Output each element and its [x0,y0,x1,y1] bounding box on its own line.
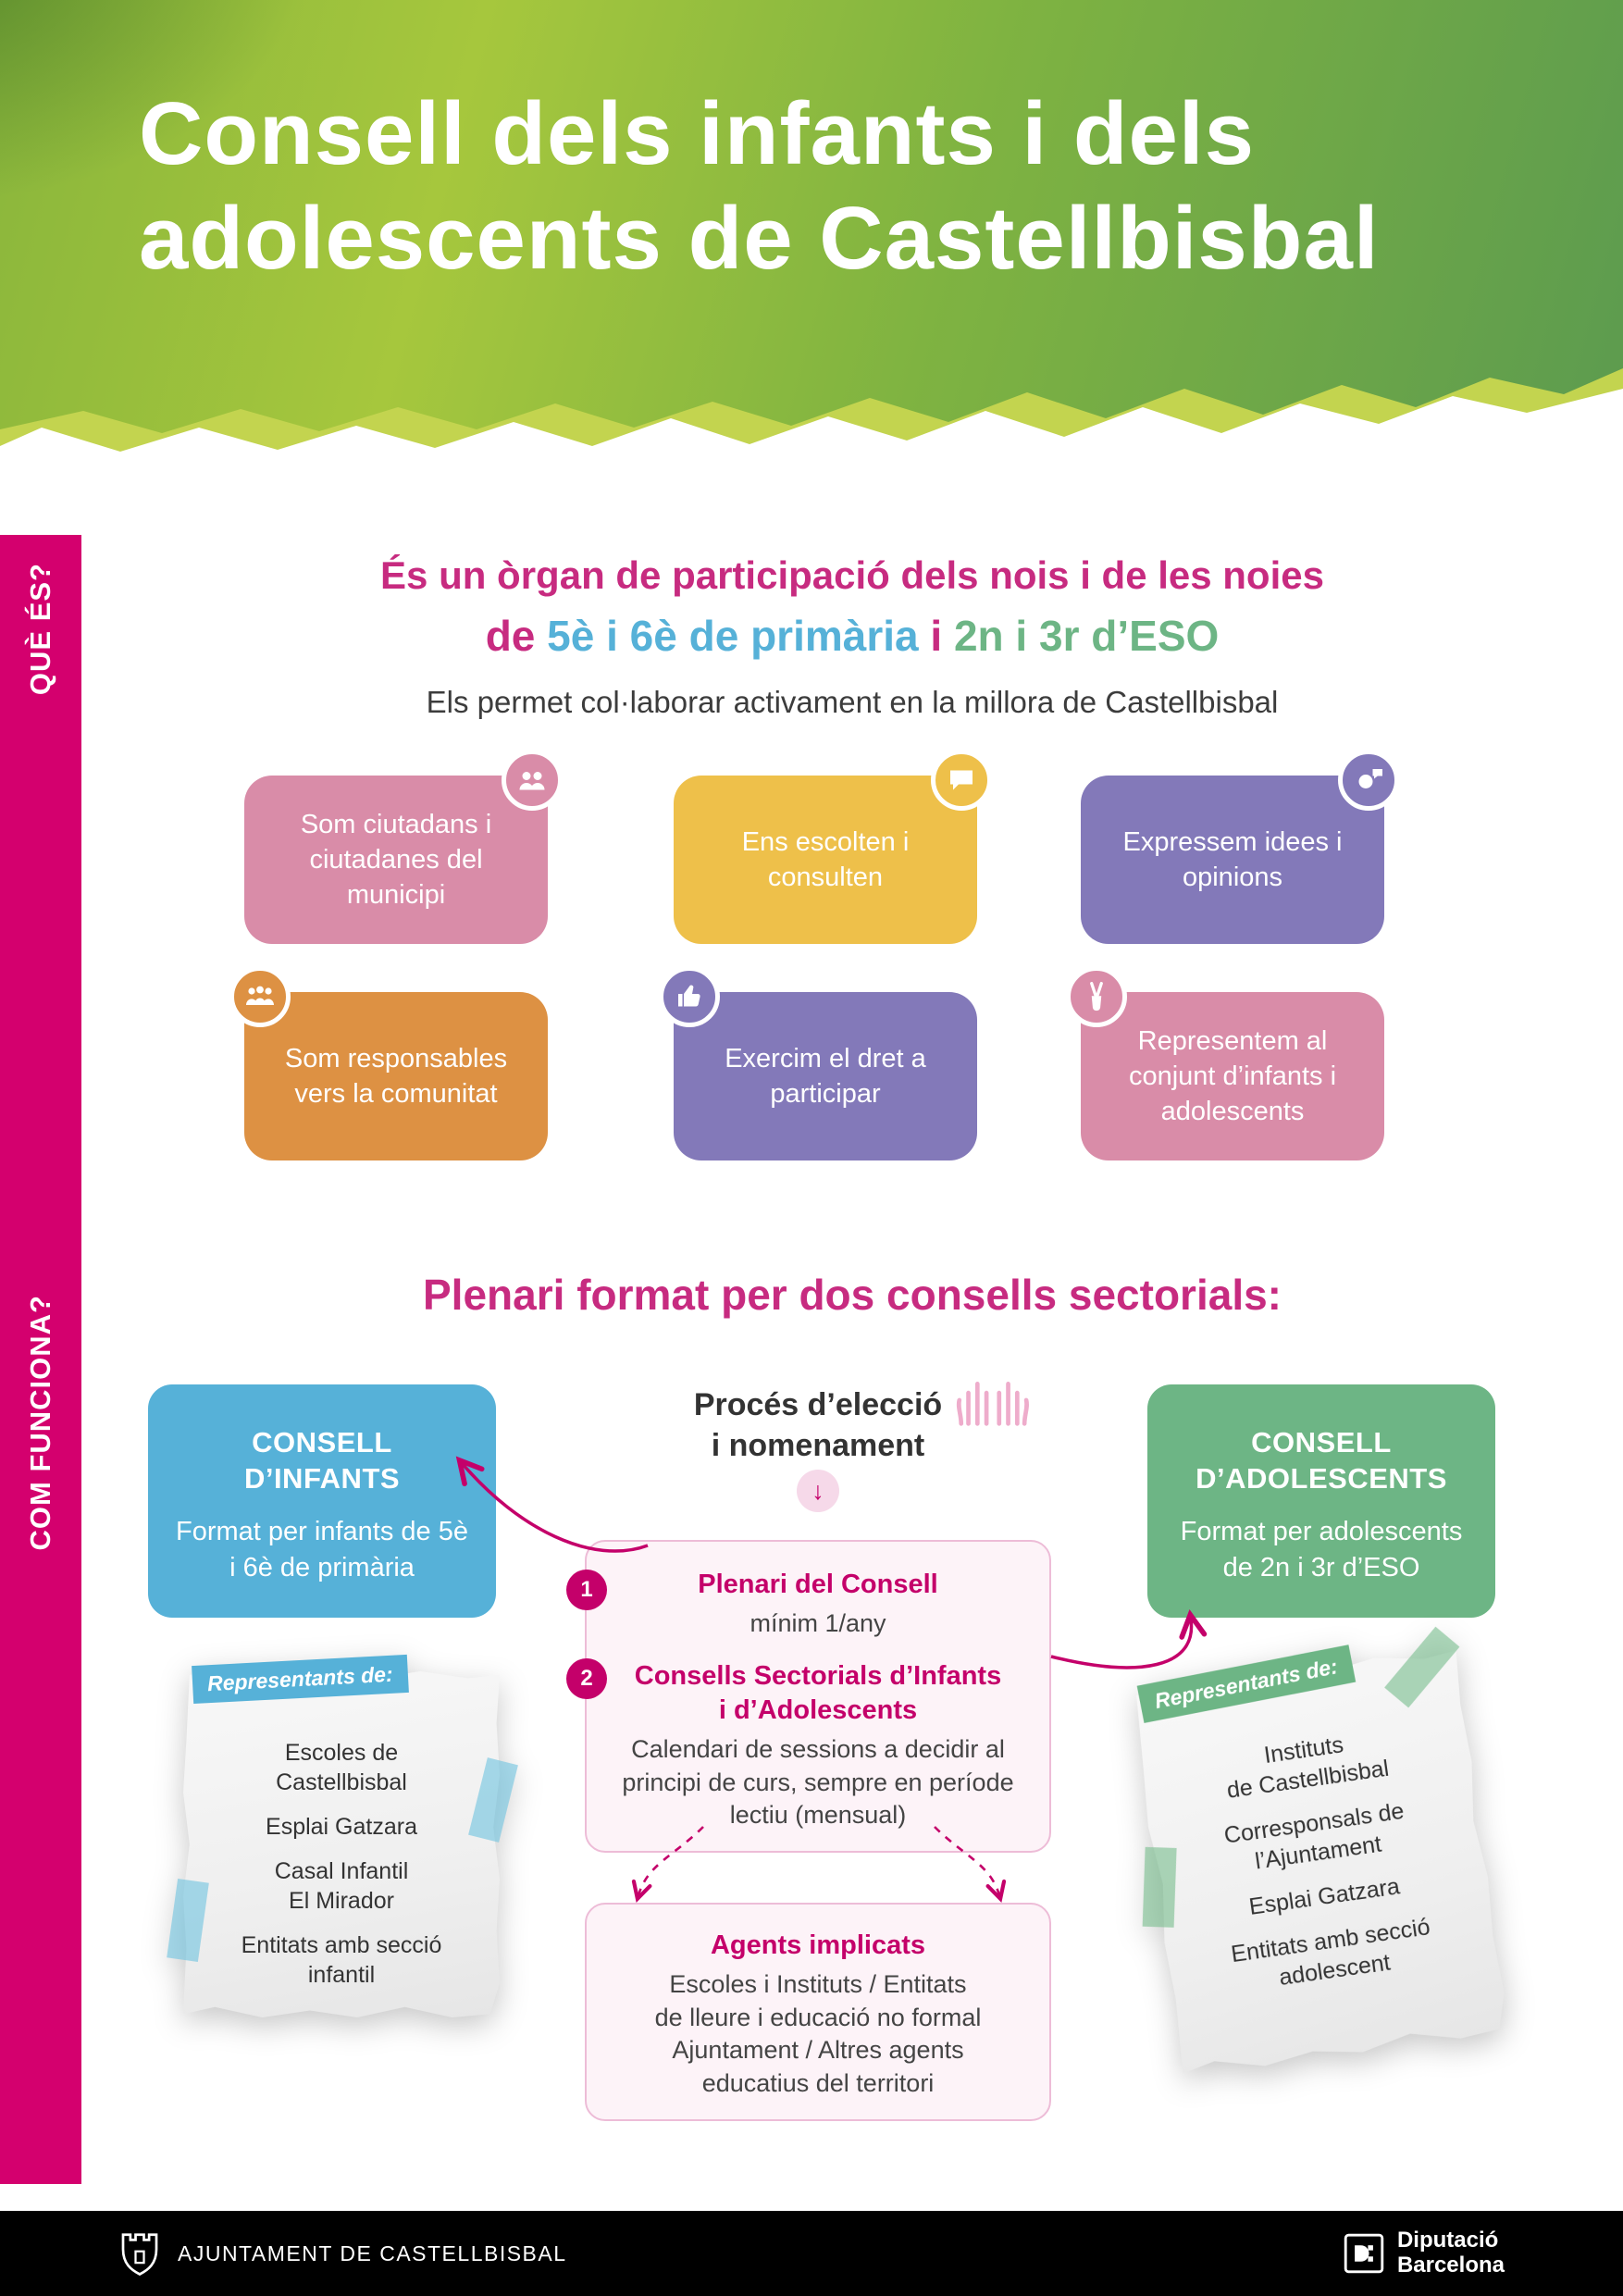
sidebar-label-com-funciona-text: COM FUNCIONA? [24,1294,56,1551]
feature-box-responsables: Som responsables vers la comunitat [229,966,548,1160]
section2-heading: Plenari format per dos consells sectoria… [423,1271,1282,1319]
note-item: Casal Infantil El Mirador [274,1858,409,1914]
diputacio-icon [1344,2233,1384,2274]
plenari-item-2-text: Calendari de sessions a decidir al princ… [622,1734,1014,1830]
feature-box-representem: Representem al conjunt d’infants i adole… [1066,966,1384,1160]
feature-text: Som responsables vers la comunitat [284,1043,508,1109]
tape-decoration [1142,1846,1177,1928]
step-1-badge: 1 [566,1570,607,1610]
consell-adolescents-card: CONSELL D’ADOLESCENTS Format per adolesc… [1147,1384,1495,1618]
plenari-item-1: Plenari del Consell mínim 1/any [611,1568,1025,1641]
note-right-items: Instituts de Castellbisbal Corresponsals… [1153,1715,1487,2020]
feature-text: Expressem idees i opinions [1122,826,1343,892]
arrow-to-adolescents [1050,1608,1208,1669]
diputacio-label: Diputació Barcelona [1397,2228,1505,2278]
consell-infants-subtitle: Format per infants de 5è i 6è de primàri… [176,1516,468,1582]
sidebar-strip [0,535,81,2184]
proces-line1: Procés d’elecció [693,1387,943,1422]
plenari-item-1-title: Plenari del Consell [698,1570,938,1599]
opinions-icon [1338,750,1399,811]
sidebar-label-que-es: QUÈ ÉS? [0,546,81,713]
note-left-items: Escoles de Castellbisbal Esplai Gatzara … [198,1738,485,2004]
intro-heading-line2: de 5è i 6è de primària i 2n i 3r d’ESO [81,611,1623,661]
note-item: Escoles de Castellbisbal [276,1740,407,1795]
diputacio-logo: Diputació Barcelona [1344,2228,1505,2278]
page-title: Consell dels infants i dels adolescents … [139,81,1527,292]
feature-box-expressem: Expressem idees i opinions [1081,750,1399,944]
intro-subtitle: Els permet col·laborar activament en la … [426,685,1279,719]
page-title-line2: adolescents de Castellbisbal [139,189,1380,289]
note-infants-representants: Representants de: Escoles de Castellbisb… [167,1654,518,2017]
community-icon [229,966,291,1027]
peace-hand-icon [1066,966,1127,1027]
agents-text: Escoles i Instituts / Entitats de lleure… [654,1970,982,2097]
agents-box: Agents implicats Escoles i Instituts / E… [585,1903,1051,2121]
sidebar-label-com-funciona: COM FUNCIONA? [0,1270,81,1575]
intro-section: És un òrgan de participació dels nois i … [81,553,1623,720]
down-arrow-glyph: ↓ [812,1476,824,1505]
feature-text: Exercim el dret a participar [725,1043,926,1109]
plenari-box: 1 2 Plenari del Consell mínim 1/any Cons… [566,1540,1051,1853]
diputacio-line2: Barcelona [1396,2253,1505,2277]
plenari-item-1-text: mínim 1/any [750,1609,886,1638]
thumbs-up-icon [659,966,720,1027]
citizens-icon [502,750,563,811]
intro-heading-line1: És un òrgan de participació dels nois i … [380,553,1324,597]
feature-box-ciutadans: Som ciutadans i ciutadanes del municipi [244,750,563,944]
consell-infants-card: CONSELL D’INFANTS Format per infants de … [148,1384,496,1618]
consell-adolescents-subtitle: Format per adolescents de 2n i 3r d’ESO [1180,1516,1463,1582]
down-arrow-icon: ↓ [797,1470,839,1512]
intro-line2-eso: 2n i 3r d’ESO [953,612,1220,660]
diputacio-line1: Diputació [1396,2228,1499,2253]
feature-box-participar: Exercim el dret a participar [659,966,977,1160]
proces-heading: Procés d’elecció i nomenament [647,1382,1029,1466]
step-2-badge: 2 [566,1658,607,1699]
note-adolescents-representants: Representants de: Instituts de Castellbi… [1130,1626,1510,2077]
note-item: Entitats amb secció infantil [241,1932,442,1988]
feature-text: Ens escolten i consulten [741,826,910,892]
ajuntament-logo: AJUNTAMENT DE CASTELLBISBAL [118,2228,567,2278]
page-title-line1: Consell dels infants i dels [139,84,1255,183]
castle-shield-icon [121,2233,158,2277]
raised-hands-icon [956,1382,1029,1426]
speech-bubble-icon [931,750,992,811]
agents-title: Agents implicats [710,1930,926,1960]
plenari-item-2-title: Consells Sectorials d’Infants i d’Adoles… [634,1660,1002,1725]
feature-text: Representem al conjunt d’infants i adole… [1128,1025,1337,1127]
consell-adolescents-title: CONSELL D’ADOLESCENTS [1196,1426,1447,1495]
ajuntament-label: AJUNTAMENT DE CASTELLBISBAL [178,2240,567,2265]
intro-line2-primaria: 5è i 6è de primària [547,612,919,660]
consell-infants-title: CONSELL D’INFANTS [243,1426,401,1495]
header-banner: Consell dels infants i dels adolescents … [0,0,1623,433]
intro-line2-mid: i [918,612,954,660]
feature-text: Som ciutadans i ciutadanes del municipi [300,809,492,911]
plenari-item-2: Consells Sectorials d’Infants i d’Adoles… [611,1659,1025,1832]
footer-bar: AJUNTAMENT DE CASTELLBISBAL Diputació Ba… [0,2211,1623,2296]
sidebar-label-que-es-text: QUÈ ÉS? [24,563,56,696]
note-item: Esplai Gatzara [266,1814,417,1840]
proces-line2: i nomenament [711,1428,925,1464]
intro-line2-prefix: de [485,612,548,660]
paper-note: Escoles de Castellbisbal Esplai Gatzara … [183,1671,500,2017]
feature-box-escolten: Ens escolten i consulten [674,750,992,944]
